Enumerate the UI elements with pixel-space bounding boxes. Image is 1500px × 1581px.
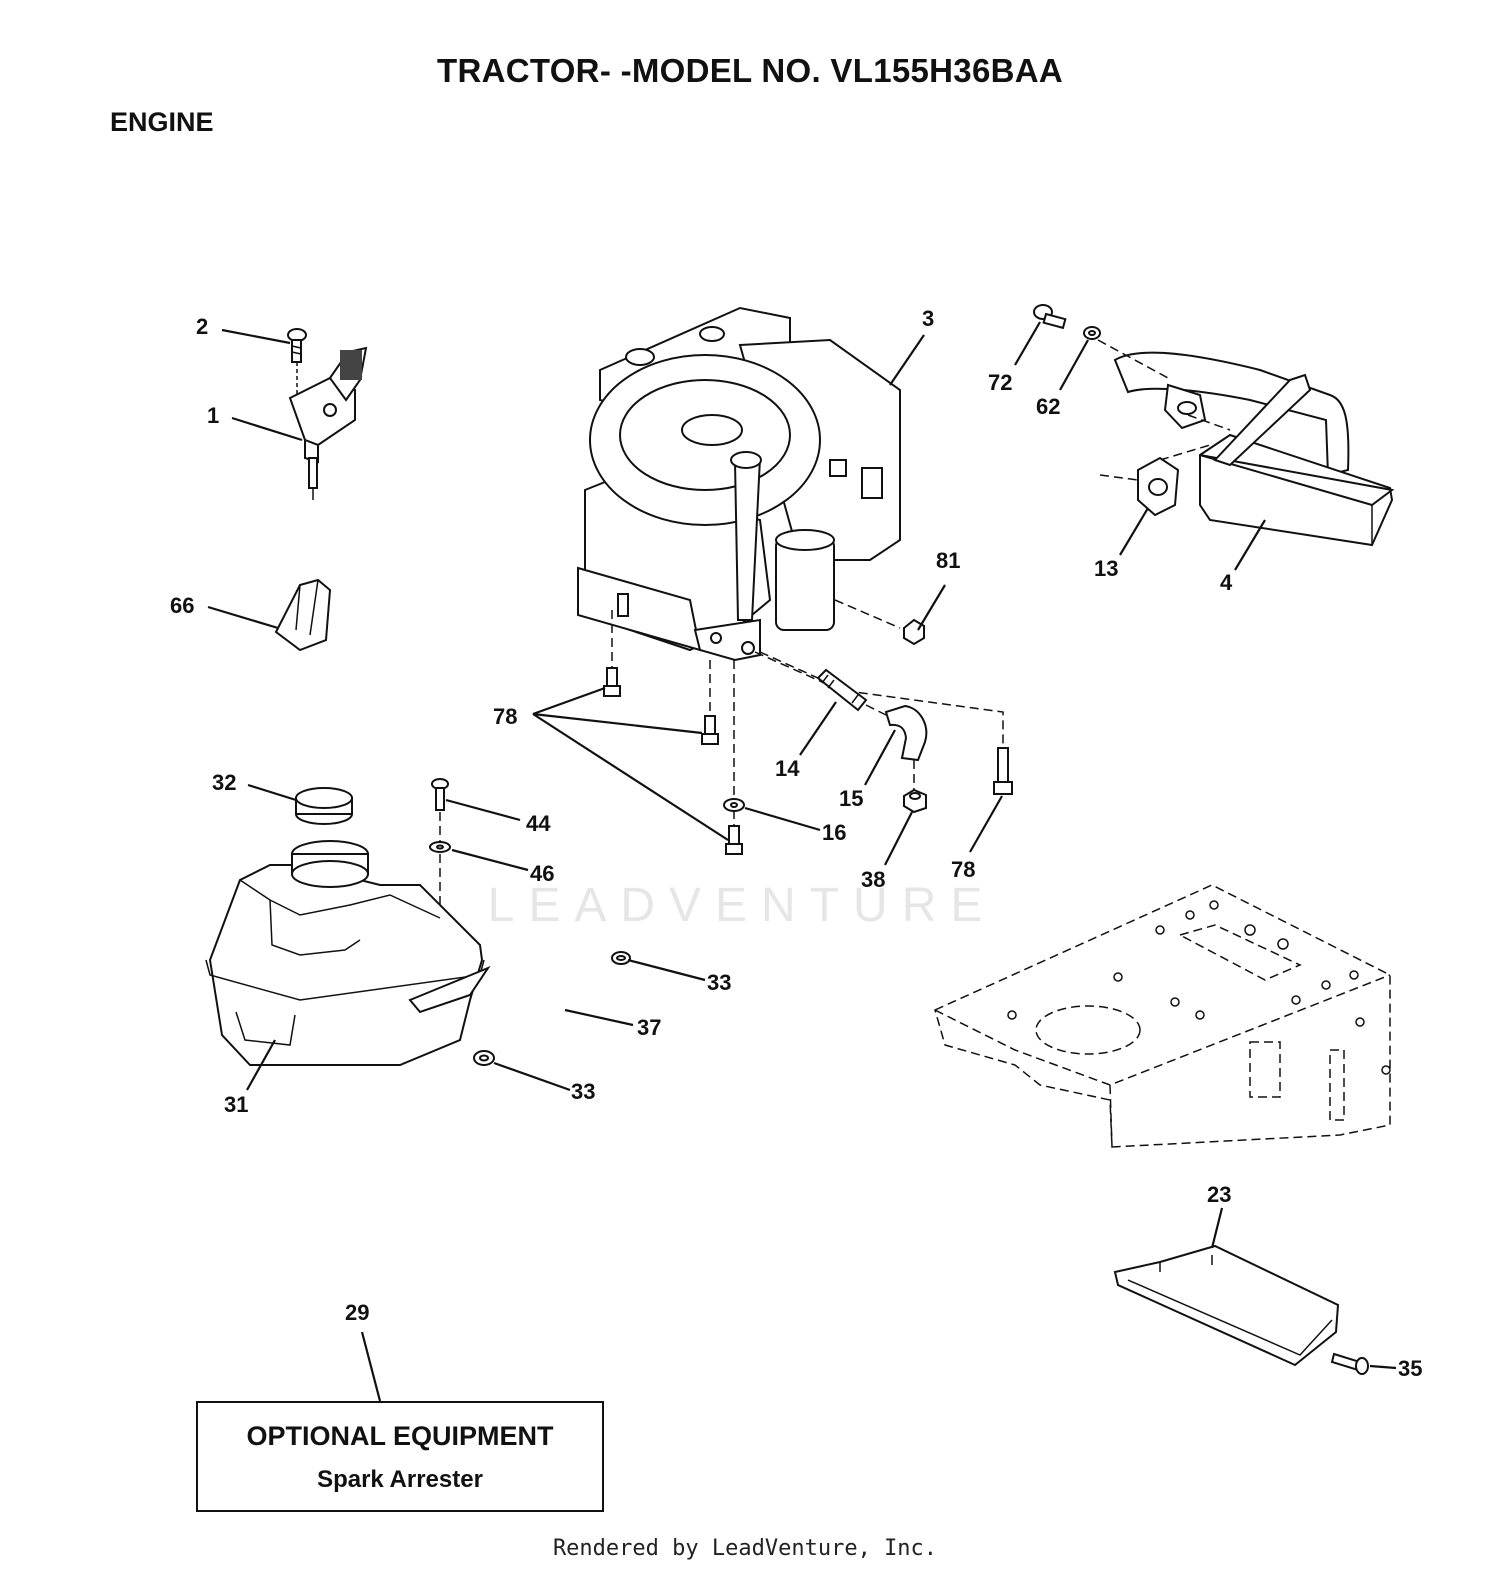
- callout-23: 23: [1207, 1182, 1231, 1207]
- callout-44: 44: [526, 811, 551, 836]
- callout-37: 37: [637, 1015, 661, 1040]
- leader-lines: [207, 321, 1397, 1402]
- callout-14: 14: [775, 756, 800, 781]
- part-14-pipe: [759, 651, 868, 712]
- callout-13: 13: [1094, 556, 1118, 581]
- callout-38: 38: [861, 867, 885, 892]
- part-62-washer: [1083, 326, 1101, 340]
- callout-4: 4: [1220, 570, 1233, 595]
- part-38-nut: [903, 788, 927, 814]
- part-81-nut: [834, 599, 925, 646]
- optional-equipment-box: OPTIONAL EQUIPMENT Spark Arrester: [196, 1401, 604, 1512]
- callout-32: 32: [212, 770, 236, 795]
- callout-33-a: 33: [707, 970, 731, 995]
- frame-reference: [934, 884, 1391, 1148]
- part-31-fuel-tank: [205, 840, 491, 1066]
- part-4-muffler: [1097, 339, 1395, 547]
- callout-78-b: 78: [951, 857, 975, 882]
- callout-3: 3: [922, 306, 934, 331]
- callout-72: 72: [988, 370, 1012, 395]
- part-46-washer: [429, 841, 451, 985]
- optional-equipment-item: Spark Arrester: [317, 1466, 483, 1493]
- callout-33-b: 33: [571, 1079, 595, 1104]
- callout-46: 46: [530, 861, 554, 886]
- part-2-screw: [287, 328, 307, 395]
- part-1-throttle-bracket: [288, 346, 368, 500]
- optional-equipment-heading: OPTIONAL EQUIPMENT: [246, 1421, 554, 1451]
- callout-66: 66: [170, 593, 194, 618]
- part-35-screw: [1330, 1352, 1369, 1375]
- section-label: ENGINE: [110, 107, 214, 137]
- callout-81: 81: [936, 548, 960, 573]
- part-78-bolt-right: [754, 651, 1013, 795]
- part-78-bolt-lower: [725, 825, 743, 855]
- part-13-gasket: [1099, 456, 1180, 517]
- callout-15: 15: [839, 786, 863, 811]
- part-78-bolt-left: [603, 610, 621, 697]
- part-3-engine: [577, 306, 901, 662]
- part-23-shield: [1113, 1244, 1340, 1367]
- callout-2: 2: [196, 314, 208, 339]
- diagram-title: TRACTOR- -MODEL NO. VL155H36BAA: [437, 52, 1063, 89]
- footer-credit: Rendered by LeadVenture, Inc.: [552, 1536, 938, 1561]
- callout-16: 16: [822, 820, 846, 845]
- callout-78-a: 78: [493, 704, 517, 729]
- part-78-bolt-middle: [701, 660, 719, 745]
- callout-29: 29: [345, 1300, 369, 1325]
- part-33-clamp-bottom: [473, 1050, 495, 1066]
- part-15-elbow: [865, 704, 928, 790]
- part-44-screw: [431, 778, 449, 842]
- watermark: LEADVENTURE: [487, 879, 997, 932]
- part-72-bolt: [1033, 304, 1067, 330]
- callout-62: 62: [1036, 394, 1060, 419]
- callout-31: 31: [224, 1092, 248, 1117]
- part-37-fuel-line: [498, 960, 614, 1054]
- callout-labels: 2 1 3 72 62 13 4 81 66 78 14 15 16 38 78…: [170, 306, 1422, 1381]
- part-16-washer: [723, 660, 745, 826]
- callout-35: 35: [1398, 1356, 1422, 1381]
- callout-1: 1: [207, 403, 219, 428]
- part-66-clip: [274, 578, 332, 652]
- part-33-clamp-top: [611, 951, 631, 965]
- part-32-fuel-cap: [295, 787, 353, 825]
